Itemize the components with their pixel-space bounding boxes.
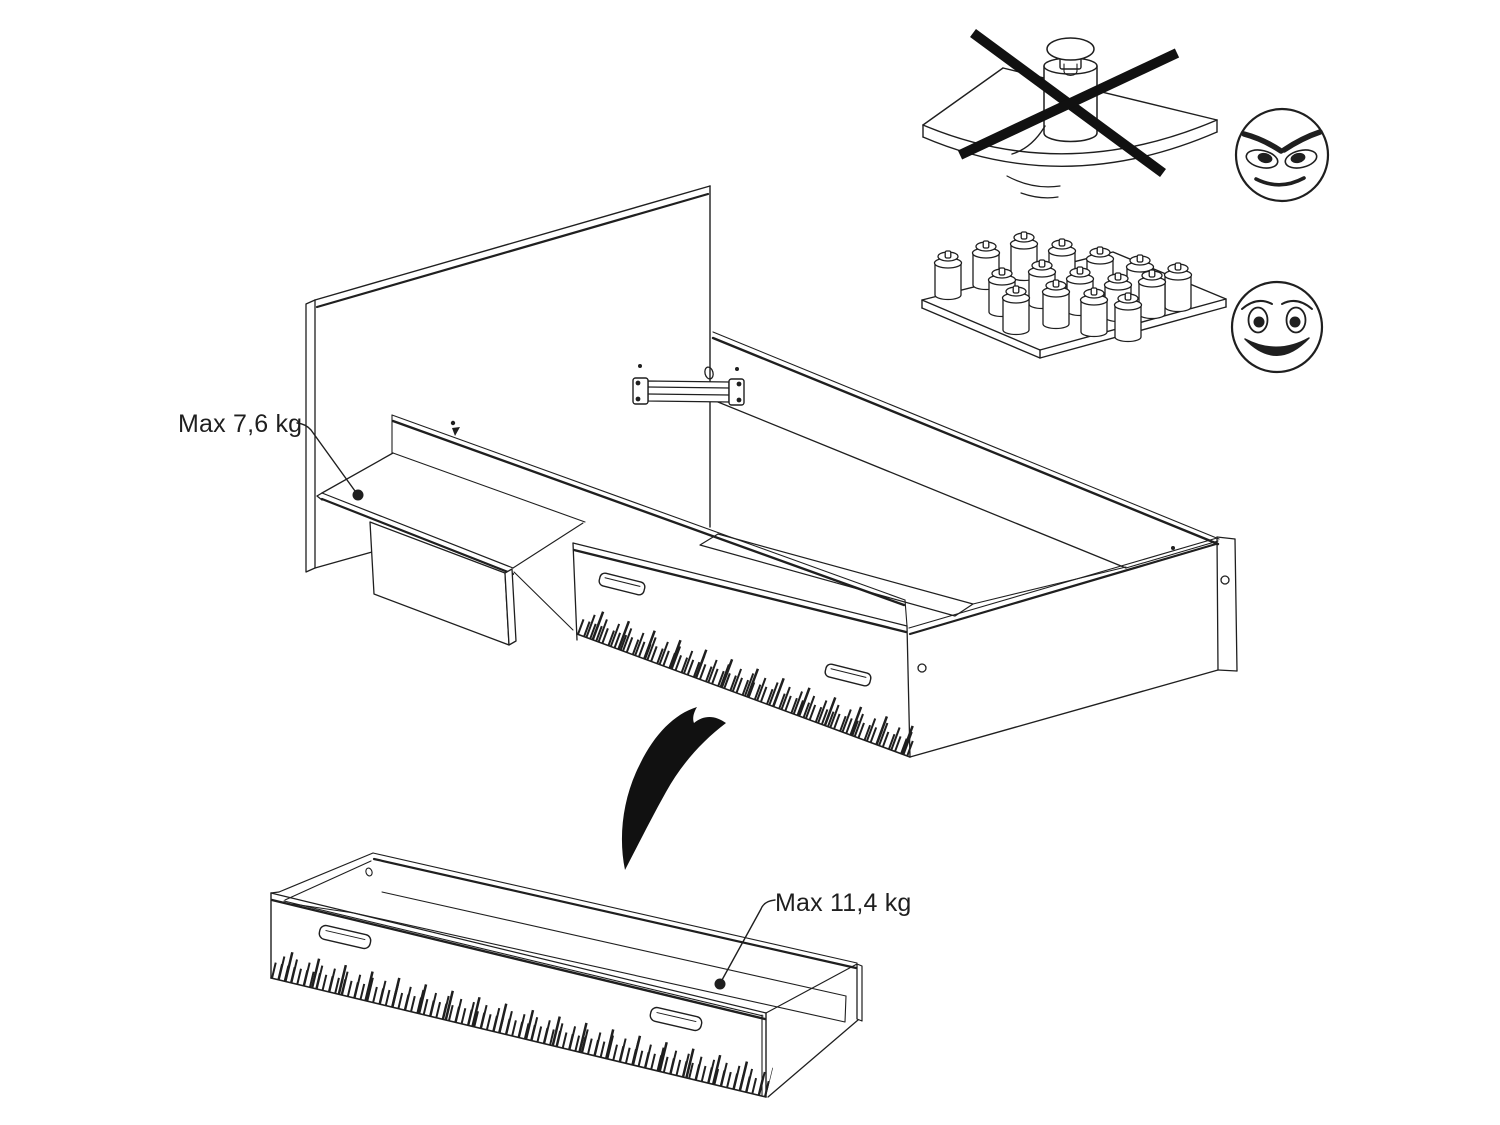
drawer-handle bbox=[318, 924, 703, 1032]
ruler-hatch-pattern bbox=[577, 605, 921, 758]
panel-hole bbox=[1220, 575, 1230, 585]
front-side-panel bbox=[908, 537, 1219, 758]
allowed-load-icon bbox=[921, 231, 1324, 374]
cross-out-icon bbox=[957, 28, 1180, 178]
footboard-panel bbox=[1216, 536, 1238, 672]
rail-hole bbox=[704, 366, 714, 380]
wall-shelf bbox=[316, 452, 586, 631]
front-rail bbox=[391, 414, 908, 627]
ruler-hatch-pattern bbox=[270, 948, 774, 1097]
limit-dot bbox=[714, 978, 726, 990]
drawer-handle bbox=[598, 572, 872, 687]
headboard-panel bbox=[305, 185, 711, 573]
center-support-bracket-icon bbox=[632, 377, 745, 406]
shelf-support-panel bbox=[369, 521, 517, 646]
drawer-cavity-opening bbox=[699, 533, 1127, 617]
panel-hole bbox=[917, 663, 927, 673]
drawer-hole bbox=[365, 867, 373, 877]
curved-arrow-icon bbox=[621, 707, 726, 870]
angry-face-icon bbox=[1234, 107, 1330, 203]
bed-drawer-front bbox=[572, 542, 921, 758]
limit-dot bbox=[352, 489, 364, 501]
leader-line-drawer bbox=[714, 899, 776, 990]
drawer-limit-label: Max 11,4 kg bbox=[775, 889, 912, 917]
shelf-limit-label: Max 7,6 kg bbox=[178, 410, 303, 438]
prohibited-load-icon bbox=[922, 28, 1330, 203]
leader-line-shelf bbox=[296, 422, 364, 501]
back-rail bbox=[638, 331, 1220, 569]
happy-face-icon bbox=[1230, 280, 1324, 374]
storage-drawer bbox=[270, 852, 863, 1098]
